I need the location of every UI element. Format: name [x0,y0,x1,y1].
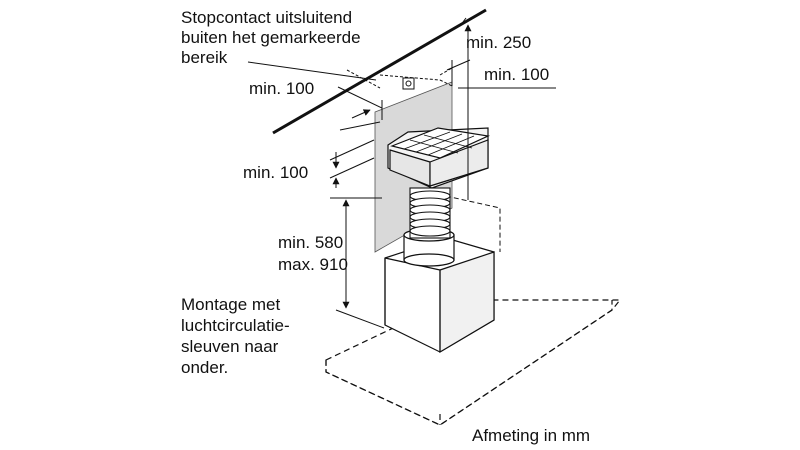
mount-note-line1: Montage met [181,295,280,314]
dim-height-min-label: min. 580 [278,233,343,252]
dim-height-max-label: max. 910 [278,255,348,274]
outlet-range-lines [346,69,453,89]
filter-grid [403,131,475,156]
dim-top-right-label: min. 250 [466,33,531,52]
units-label: Afmeting in mm [472,426,590,445]
wall-mark [459,17,467,27]
outlet-icon [402,77,415,90]
extractor-box [384,237,495,354]
ceiling-outline [325,299,622,426]
outlet-note-line2: buiten het gemarkeerde [181,28,361,47]
outlet-leader [247,61,377,81]
dim-left-mid-label: min. 100 [243,163,308,182]
mount-note-line2: luchtcirculatie- [181,316,290,335]
dim-height [330,197,385,329]
outlet-note-line1: Stopcontact uitsluitend [181,8,352,27]
dim-left-mid [329,139,375,188]
dim-left-top-label: min. 100 [249,79,314,98]
outlet-note-line3: bereik [181,48,228,67]
dim-top-right [439,24,556,200]
mount-note-line4: onder. [181,358,228,377]
dim-left-top [337,86,383,131]
mount-note-line3: sleuven naar [181,337,279,356]
ceiling-line [272,8,487,135]
dim-right-label: min. 100 [484,65,549,84]
flexible-hose [409,187,451,239]
